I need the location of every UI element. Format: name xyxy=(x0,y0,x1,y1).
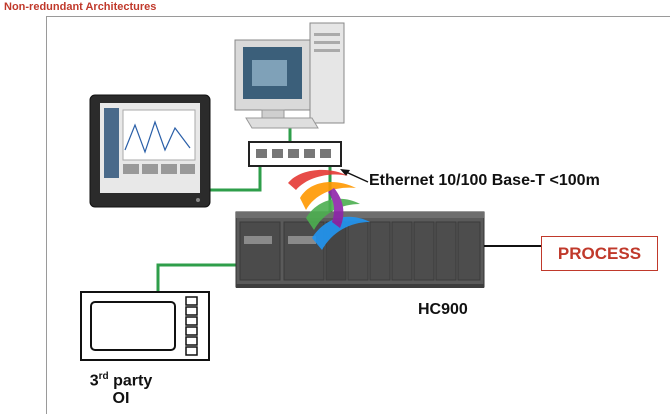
pc-tower xyxy=(309,22,345,124)
oi-label-prefix: 3 xyxy=(89,372,99,390)
frame-left-border xyxy=(46,16,47,414)
oi-label-superscript: rd xyxy=(98,371,109,382)
process-box: PROCESS xyxy=(541,236,658,271)
hc900-controller xyxy=(235,211,485,288)
ethernet-spec-label: Ethernet 10/100 Base-T <100m xyxy=(369,172,600,189)
desktop-computer xyxy=(234,22,345,129)
logo-watermark xyxy=(288,169,370,250)
third-party-oi xyxy=(80,291,210,361)
oi-label-suffix: party xyxy=(108,372,153,390)
frame-top-border xyxy=(46,16,670,17)
controller-label: HC900 xyxy=(418,301,468,318)
ethernet-pointer-arrow xyxy=(340,169,369,183)
pc-keyboard xyxy=(245,117,319,129)
third-party-oi-label: 3rd party OI xyxy=(81,368,161,408)
cable-touchpanel-to-switch xyxy=(210,166,262,192)
page-title: Non-redundant Architectures xyxy=(4,1,157,13)
ethernet-switch xyxy=(248,141,342,167)
process-label: PROCESS xyxy=(557,243,642,263)
touch-panel-hmi xyxy=(89,94,211,208)
oi-label-line2: OI xyxy=(112,390,130,408)
